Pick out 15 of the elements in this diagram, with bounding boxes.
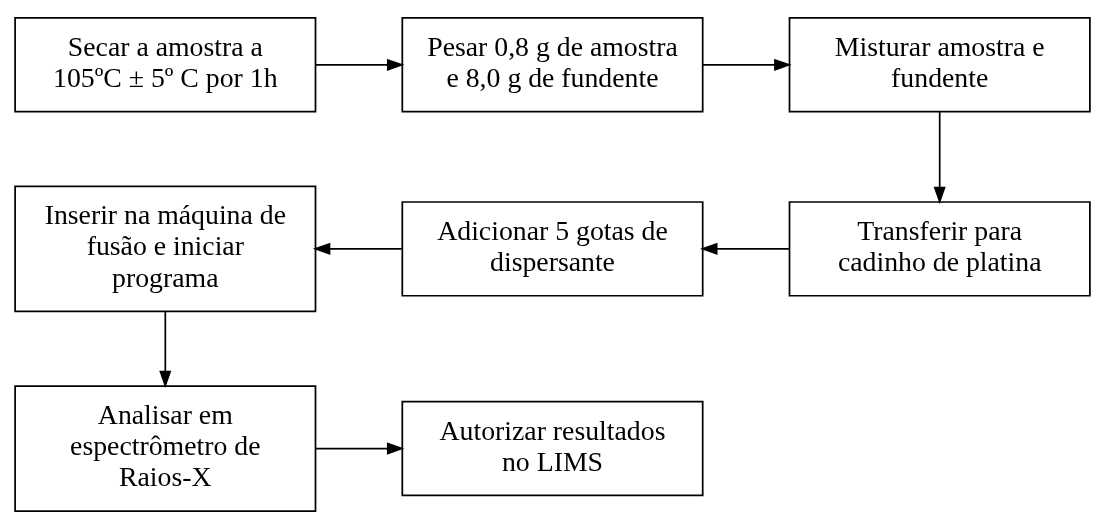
arrow bbox=[314, 58, 405, 71]
arrow bbox=[701, 58, 792, 71]
node-box: Inserir na máquina de fusão e iniciar programa bbox=[14, 185, 317, 313]
arrow bbox=[314, 442, 405, 455]
node-box: Adicionar 5 gotas de dispersante bbox=[401, 201, 704, 297]
node-box: Misturar amostra e fundente bbox=[788, 17, 1091, 113]
node-box: Transferir para cadinho de platina bbox=[788, 201, 1091, 297]
node-box: Autorizar resultados no LIMS bbox=[401, 400, 704, 497]
node-box: Pesar 0,8 g de amostra e 8,0 g de fundente bbox=[401, 17, 704, 113]
arrow bbox=[159, 310, 172, 389]
arrow bbox=[312, 242, 403, 255]
node-box: Secar a amostra a 105ºC ± 5º C por 1h bbox=[14, 17, 317, 113]
arrow bbox=[933, 110, 946, 205]
node-box: Analisar em espectrômetro de Raios-X bbox=[14, 385, 317, 512]
arrow bbox=[700, 242, 790, 255]
